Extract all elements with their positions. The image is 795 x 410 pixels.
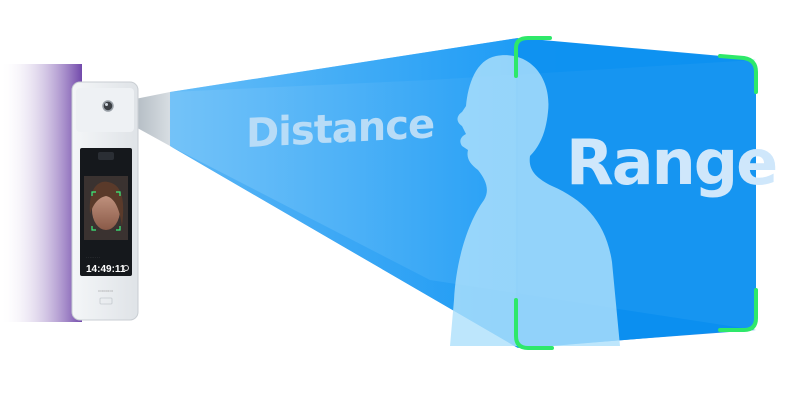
wall-glow bbox=[0, 64, 82, 322]
bracket-top-right bbox=[718, 54, 758, 94]
range-label: Range bbox=[566, 126, 776, 199]
bracket-bottom-left bbox=[514, 298, 554, 350]
camera-lens-highlight bbox=[105, 103, 108, 106]
face-detection-frame-icon bbox=[91, 191, 121, 231]
screen-date-text: · · · · · · · · bbox=[86, 255, 100, 259]
corner-brackets bbox=[514, 36, 758, 350]
screen-sensor-bar bbox=[98, 152, 114, 160]
hair-image bbox=[89, 181, 124, 226]
person-silhouette-icon bbox=[450, 55, 620, 346]
beam-body bbox=[170, 38, 518, 348]
bracket-top-left bbox=[514, 36, 552, 78]
distance-label: Distance bbox=[246, 101, 434, 157]
bracket-bottom-right bbox=[718, 288, 758, 332]
screen-time: 14:49:11 bbox=[86, 264, 126, 275]
brand-mark: ▭▭▭▭ bbox=[98, 288, 113, 293]
settings-gear-icon bbox=[123, 265, 129, 271]
card-reader-icon bbox=[99, 297, 113, 305]
camera-lens-icon bbox=[102, 100, 114, 112]
